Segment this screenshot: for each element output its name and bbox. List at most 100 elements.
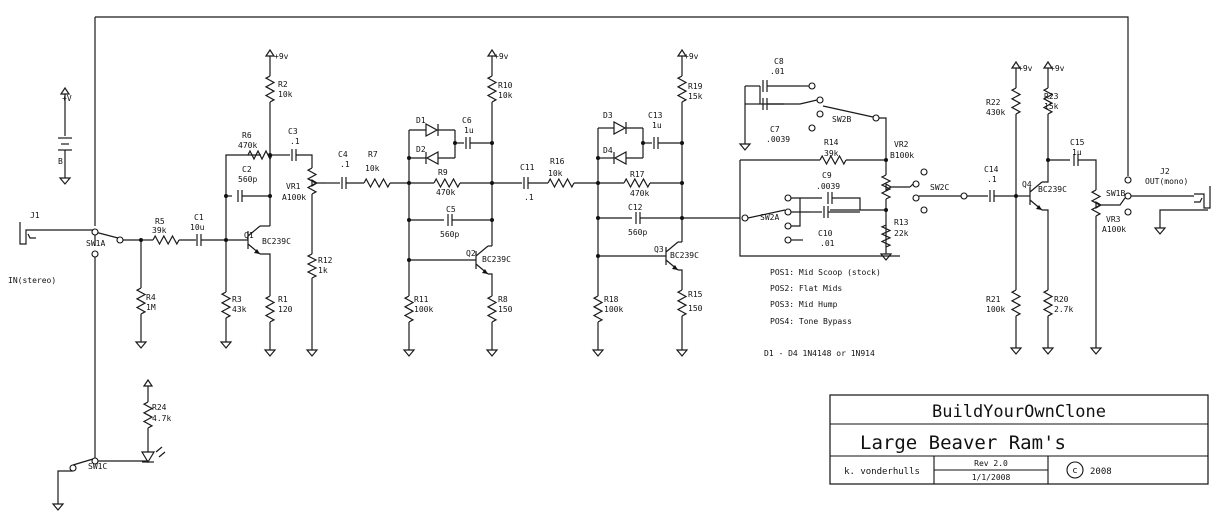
value-c12: 560p: [628, 228, 647, 237]
value-r9: 470k: [436, 188, 455, 197]
label-sw1b: SW1B: [1106, 189, 1125, 198]
diode-d3: [613, 120, 627, 136]
label-r10: R10: [498, 81, 513, 90]
label-sw2b: SW2B: [832, 115, 851, 124]
diode-d4: [613, 150, 627, 166]
label-out-jack: OUT(mono): [1145, 177, 1188, 186]
ground-icon: [1009, 342, 1023, 355]
jack-sleeve: [1194, 186, 1211, 209]
jack-tip: [27, 233, 36, 239]
label-r23: R23: [1044, 92, 1059, 101]
junction-dot: [596, 181, 600, 185]
jack-sleeve: [19, 222, 36, 245]
capacitor-c5: [447, 214, 453, 226]
sw2a-throw-contact: [784, 194, 792, 202]
wire: [832, 197, 861, 210]
label-sw2a: SW2A: [760, 213, 779, 222]
diode-triangle: [425, 150, 439, 166]
capacitor-c4: [341, 177, 347, 189]
value-r1: 120: [278, 305, 293, 314]
value-r17: 470k: [630, 189, 649, 198]
junction-dot: [407, 218, 411, 222]
label-r21: R21: [986, 295, 1001, 304]
value-c1: 10u: [190, 223, 205, 232]
supply-arrow-icon: [1010, 60, 1022, 74]
value-c15: 1u: [1072, 148, 1082, 157]
junction-dot: [680, 181, 684, 185]
label-supply-q2: +9v: [494, 52, 509, 61]
led-icon: [140, 451, 156, 464]
supply-arrow-icon: [1042, 60, 1054, 74]
sw2c-throw-contact: [920, 206, 928, 214]
ground-icon: [675, 344, 689, 357]
value-c11: .1: [524, 193, 534, 202]
wire: [260, 253, 271, 296]
label-r9: R9: [438, 168, 448, 177]
value-r19: 15k: [688, 92, 703, 101]
label-c4: C4: [338, 150, 348, 159]
type-q1: BC239C: [262, 237, 291, 246]
transistor-q2: [475, 245, 489, 275]
label-r19: R19: [688, 82, 703, 91]
label-c8: C8: [774, 57, 784, 66]
jack-tip: [1194, 197, 1203, 203]
value-vr2: B100k: [890, 151, 914, 160]
value-c14: .1: [987, 175, 997, 184]
capacitor-c14: [989, 190, 995, 202]
junction-dot: [1046, 158, 1050, 162]
resistor-r6: [247, 149, 273, 161]
resistor-r14: [819, 154, 847, 166]
label-q1: Q1: [244, 231, 254, 240]
resistor-r16: [547, 177, 575, 189]
label-c9: C9: [822, 171, 832, 180]
label-sw1c: SW1C: [88, 462, 107, 471]
output-jack-icon: [1194, 186, 1211, 209]
type-q3: BC239C: [670, 251, 699, 260]
label-r4: R4: [146, 293, 156, 302]
junction-dot: [407, 156, 411, 160]
label-r13: R13: [894, 218, 909, 227]
label-j2: J2: [1160, 167, 1170, 176]
wire: [739, 160, 900, 257]
sw2b-throw-contact: [816, 96, 824, 104]
ground-icon: [51, 498, 65, 511]
resistor-r1: [264, 295, 276, 323]
label-c1: C1: [194, 213, 204, 222]
supply-arrow-icon: [264, 48, 276, 62]
capacitor-c3: [291, 149, 297, 161]
resistor-r11: [403, 295, 415, 323]
label-r3: R3: [232, 295, 242, 304]
ground-icon: [1153, 222, 1167, 235]
sw1a-throw-contact: [116, 236, 124, 244]
junction-dot: [884, 208, 888, 212]
junction-dot: [407, 181, 411, 185]
ground-icon: [263, 344, 277, 357]
label-c14: C14: [984, 165, 999, 174]
value-r7: 10k: [365, 164, 380, 173]
value-r21: 100k: [986, 305, 1005, 314]
diode-d2: [425, 150, 439, 166]
schematic-wiring: [36, 16, 1208, 498]
copyright-mark: c: [1072, 466, 1077, 476]
label-plus-v: +V: [62, 94, 72, 103]
ground-icon: [402, 344, 416, 357]
sw1b-contact: [1124, 192, 1132, 200]
sw2b-throw-contact: [816, 110, 824, 118]
label-q2: Q2: [466, 249, 476, 258]
value-r14: 39k: [824, 149, 839, 158]
sw2a-common-contact: [741, 214, 749, 222]
capacitor-c9: [827, 192, 833, 204]
label-c6: C6: [462, 116, 472, 125]
sw1a-common-contact: [91, 228, 99, 236]
value-c8: .01: [770, 67, 785, 76]
value-r20: 2.7k: [1054, 305, 1073, 314]
capacitor-c8: [762, 80, 768, 92]
label-battery: B: [58, 157, 63, 166]
junction-dot: [407, 258, 411, 262]
value-r24: 4.7k: [152, 414, 171, 423]
transistor-q3: [665, 241, 679, 271]
label-supply-r23: +9v: [1050, 64, 1065, 73]
wire: [678, 269, 683, 290]
label-q3: Q3: [654, 245, 664, 254]
